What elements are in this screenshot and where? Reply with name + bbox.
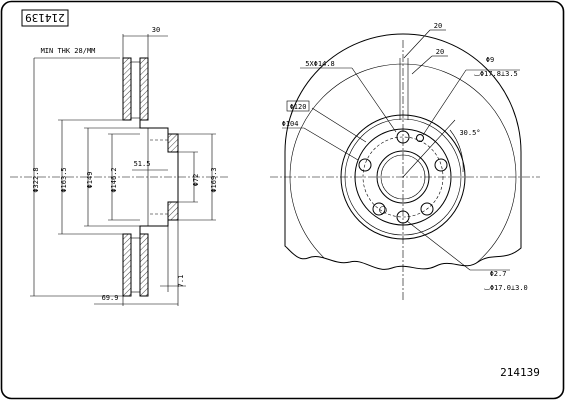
hub-circle — [354, 128, 452, 226]
dim-d2: Φ149 — [86, 172, 94, 189]
bottom-hole-diameter: Φ2.7 — [490, 270, 507, 278]
bolt-hole — [358, 158, 372, 172]
hat-outline — [139, 120, 179, 234]
ring-top-inner-plate — [139, 57, 149, 121]
dim-d3: Φ146.2 — [110, 167, 118, 192]
bottom-hole-callout: ⌴Φ17.0⊥3.0 — [484, 284, 528, 292]
side-view: 30 MIN THK 28/MM Φ322.8 Φ163.5 Φ149 Φ146… — [10, 26, 230, 306]
min-thickness-label: MIN THK 28/MM — [41, 47, 96, 55]
dim-d1: Φ163.5 — [60, 167, 68, 192]
dim-angle-2: 20 — [436, 48, 444, 56]
part-number-box — [21, 9, 69, 27]
dim-overall-height: 69.9 — [102, 294, 119, 302]
hat-circle — [340, 114, 466, 240]
dim-angle-1: 20 — [434, 22, 442, 30]
bolt-hole — [434, 158, 448, 172]
pilot-diameter: Φ104 — [282, 120, 299, 128]
bolt-holes — [358, 130, 448, 216]
bolt-hole — [396, 130, 410, 144]
dim-hub-diameter: Φ169.3 — [210, 167, 218, 192]
small-hole — [379, 206, 387, 214]
ring-top-outer-plate — [122, 57, 132, 121]
disc-outline — [284, 33, 522, 270]
bolt-hole-bottom — [396, 210, 410, 224]
bolt-circle — [362, 136, 444, 218]
bolt-hole — [420, 202, 434, 216]
angle-dim: 30.5° — [459, 129, 480, 137]
bolt-circle-dim: Φ120 — [290, 103, 307, 111]
ring-bottom-inner-plate — [139, 233, 149, 297]
dim-hat-depth: 51.5 — [134, 160, 151, 168]
part-number-bottom: 214139 — [500, 366, 540, 379]
front-view: 20 20 5XΦ14.8 Φ120 Φ104 Φ9 ⌴Φ17.8⊥3.5 30… — [270, 22, 540, 300]
bolt-hole — [372, 202, 386, 216]
part-number-top: 214139 — [25, 11, 65, 24]
small-hole-diameter: Φ9 — [486, 56, 494, 64]
small-hole-callout: ⌴Φ17.8⊥3.5 — [474, 70, 518, 78]
bolt-spec: 5XΦ14.8 — [305, 60, 335, 68]
ring-bottom-outer-plate — [122, 233, 132, 297]
dim-center-bore: Φ72 — [192, 174, 200, 187]
dim-outer-diameter: Φ322.8 — [32, 167, 40, 192]
dim-offset: 7.1 — [177, 275, 185, 288]
small-hole — [416, 134, 424, 142]
dim-thickness: 30 — [152, 26, 160, 34]
center-bore — [376, 150, 430, 204]
